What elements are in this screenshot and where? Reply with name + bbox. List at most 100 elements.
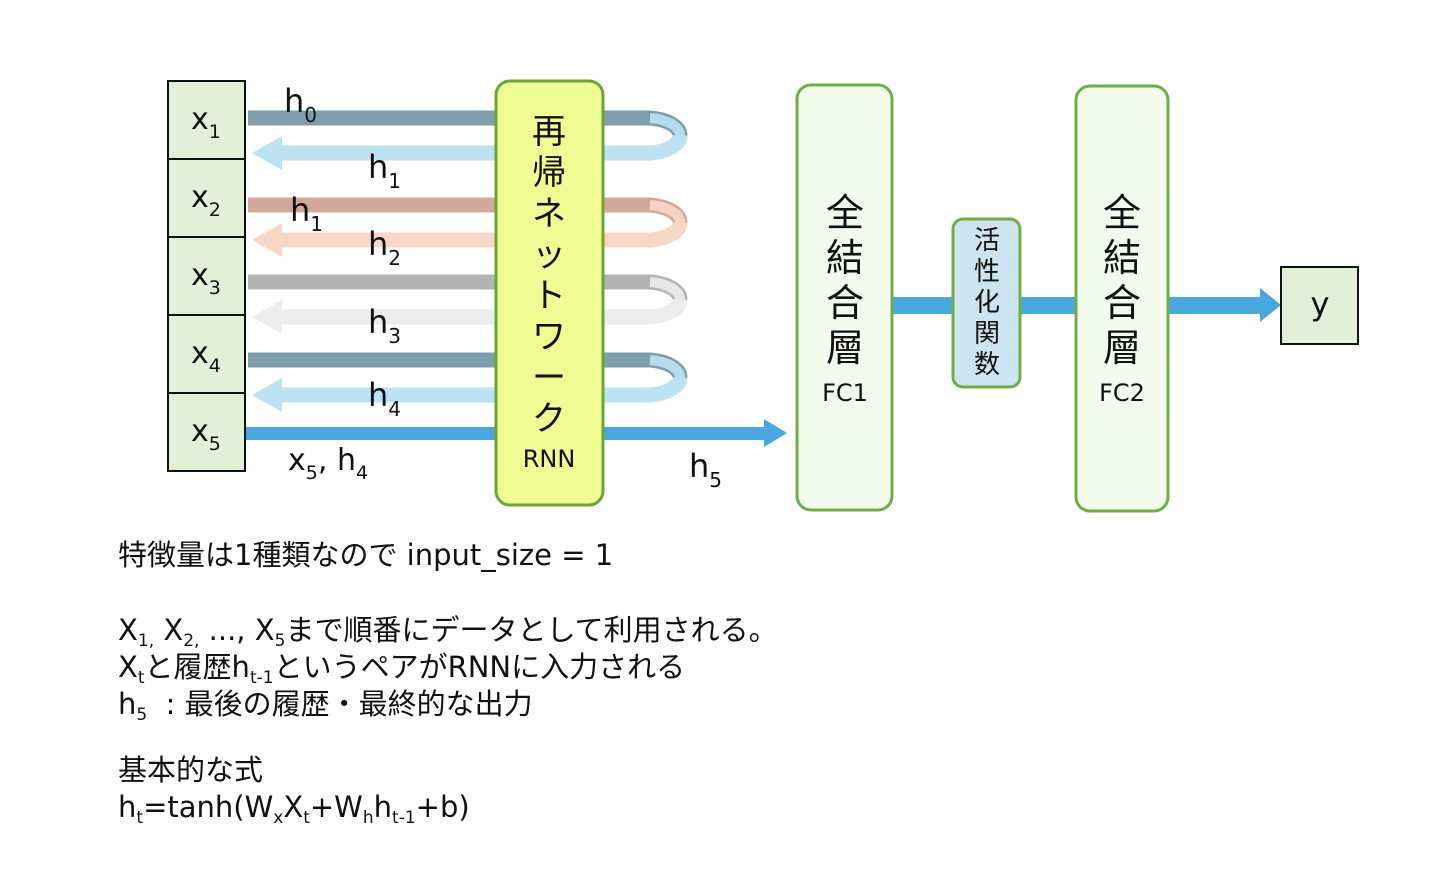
loop-2-arrowhead [252, 223, 282, 257]
loop-1-output-label-sub: 1 [388, 169, 401, 193]
rnn-char-6: ワ [532, 317, 566, 357]
input-box-3 [167, 236, 246, 316]
seq-x1: X [118, 613, 138, 647]
input-box-1 [167, 80, 246, 160]
fc1-sublabel: FC1 [822, 379, 868, 407]
output-label: y [1311, 285, 1330, 323]
h5-note-rest: : 最後の履歴・最終的な出力 [147, 687, 533, 721]
formula-p2: =tanh(W [143, 790, 274, 824]
final-input-sep: , [318, 443, 337, 478]
loop-2-return-band [282, 221, 688, 248]
rnn-char-7: ー [532, 358, 566, 398]
input-label-5-sub: 5 [209, 433, 221, 455]
pair-x-sub: t [137, 668, 145, 688]
input-label-5: x5 [191, 414, 221, 455]
input-label-3-base: x [191, 258, 209, 293]
input-size-note: 特徴量は1種類なので input_size = 1 [118, 536, 613, 574]
loop-1-output-label-base: h [368, 148, 388, 186]
loop-2-output-label-base: h [368, 225, 388, 263]
loop-3-bend [649, 277, 685, 301]
recurrent-loops [248, 110, 688, 412]
input-label-1-base: x [191, 102, 209, 137]
input-size-text: 特徴量は1種類なので input_size = 1 [118, 538, 614, 572]
loop-2-input-label-base: h [290, 191, 310, 229]
rnn-char-2: 帰 [532, 153, 566, 193]
formula-p3: X [283, 790, 304, 824]
rnn-char-8: ク [532, 399, 566, 439]
loop-4-return-band [282, 376, 688, 403]
diagram-labels: x1x2x3x4x5再帰ネットワークRNN全結合層FC1活性化関数全結合層FC2… [191, 82, 1329, 492]
loop-1-input-label-sub: 0 [304, 103, 317, 127]
fc1-char-4: 層 [826, 326, 864, 370]
rnn-char-1: 再 [532, 112, 566, 152]
pair-note: Xtと履歴ht-1というペアがRNNに入力される [118, 648, 686, 688]
pair-rest: というペアがRNNに入力される [273, 650, 686, 684]
seq-rest: まで順番にデータとして利用される。 [285, 613, 778, 647]
pair-history: と履歴h [144, 650, 250, 684]
fc2-char-4: 層 [1103, 326, 1141, 370]
loop-2-input-label: h1 [290, 191, 323, 236]
input-label-3-sub: 3 [209, 277, 221, 299]
fc2-char-2: 結 [1103, 236, 1141, 280]
fc2-block [1074, 84, 1170, 513]
loop-2-bend [649, 200, 685, 224]
fc1-char-3: 合 [826, 281, 864, 325]
diagram-blocks [167, 79, 1359, 513]
formula-p1: h [118, 790, 137, 824]
rnn-char-5: ト [532, 276, 566, 316]
h5-note-h: h [118, 687, 137, 721]
final-input-label: x5, h4 [288, 443, 368, 484]
input-label-4: x4 [191, 336, 221, 377]
input-label-1: x1 [191, 102, 221, 143]
activation-char-1: 活 [974, 226, 1000, 256]
output-box [1280, 266, 1359, 345]
activation-char-2: 性 [974, 257, 1000, 287]
seq-dots: ..., X [199, 613, 275, 647]
formula-s1: t [136, 808, 144, 828]
formula-p6: +b) [415, 790, 470, 824]
rnn-sublabel: RNN [523, 445, 576, 473]
loop-2-input-label-sub: 1 [310, 212, 323, 236]
activation-char-3: 化 [974, 288, 1000, 318]
fc2-to-output-arrow-shaft [1168, 297, 1262, 314]
fc2-sublabel: FC2 [1099, 379, 1145, 407]
final-input-b-sub: 4 [356, 462, 368, 484]
rnn-char-3: ネ [532, 194, 566, 234]
loop-3-arrowhead [252, 300, 282, 334]
input-label-5-base: x [191, 414, 209, 449]
x5-to-fc1-arrowhead [764, 419, 787, 447]
fc1-char-1: 全 [826, 191, 864, 235]
loop-3-output-label-sub: 3 [388, 324, 401, 348]
loop-4-output-label: h4 [368, 376, 401, 421]
activation-char-5: 数 [974, 350, 1000, 380]
final-input-b: h [337, 443, 356, 478]
loop-4-bend [649, 355, 685, 379]
formula-p4: +W [309, 790, 363, 824]
pair-history-sub: t-1 [249, 668, 274, 688]
loop-4-output-label-sub: 4 [388, 397, 401, 421]
loop-3-output-label-base: h [368, 303, 388, 341]
loop-4-arrowhead [252, 378, 282, 412]
fc2-char-1: 全 [1103, 191, 1141, 235]
fc2-char-3: 合 [1103, 281, 1141, 325]
formula-s4: h [362, 808, 374, 828]
input-label-2-sub: 2 [209, 199, 221, 221]
h5-label-base: h [689, 447, 709, 485]
activation-block [951, 217, 1022, 389]
rnn-block [494, 79, 605, 507]
loop-1-return-band [282, 134, 688, 161]
formula-s2: x [273, 808, 284, 828]
input-box-5 [167, 392, 246, 472]
loop-1-input-label-base: h [284, 82, 304, 120]
formula-p5: h [373, 790, 393, 824]
input-label-3: x3 [191, 258, 221, 299]
loop-2-output-label: h2 [368, 225, 401, 270]
seq-x2-sub: 2, [183, 631, 200, 651]
formula-title-text: 基本的な式 [118, 753, 264, 787]
input-label-4-base: x [191, 336, 209, 371]
loop-3-input-band [248, 274, 688, 301]
input-label-2: x2 [191, 180, 221, 221]
loop-3-output-label: h3 [368, 303, 401, 348]
rnn-architecture-diagram: x1x2x3x4x5再帰ネットワークRNN全結合層FC1活性化関数全結合層FC2… [167, 79, 1359, 513]
formula-s3: t [303, 808, 310, 828]
